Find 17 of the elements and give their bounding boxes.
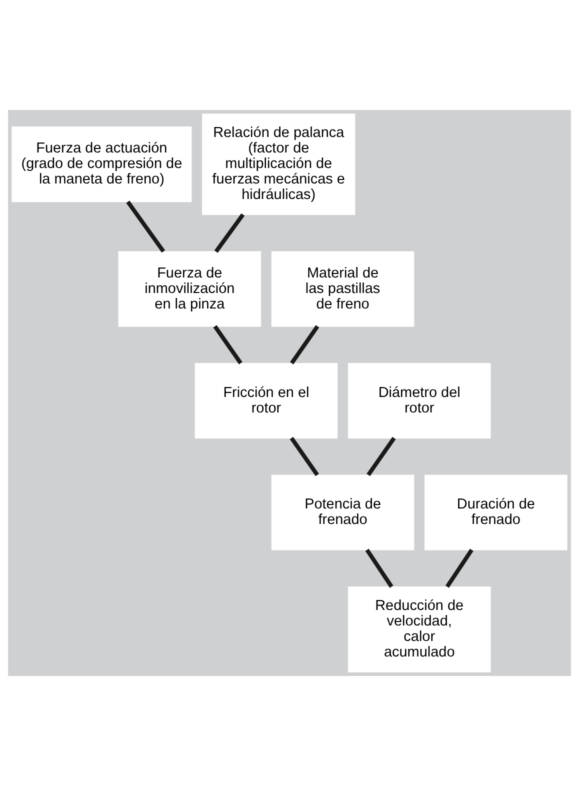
node-box: Reducción de velocidad, calor acumulado [348,586,491,672]
connector [290,436,319,476]
node-box: Fuerza de actuación (grado de compresión de la maneta de freno) [12,126,192,202]
connector [290,325,320,364]
node-box: Potencia de frenado [271,474,414,550]
node-box: Fricción en el rotor [194,363,338,439]
connector [213,325,242,364]
node-box: Duración de frenado [424,474,568,550]
connector [445,548,474,588]
connector [366,436,396,476]
connector [214,213,245,253]
node-box: Fuerza de inmovilización en la pinza [118,251,262,327]
connector [126,200,166,253]
node-box: Material de las pastillas de freno [271,251,414,327]
node-box: Diámetro del rotor [348,363,491,439]
node-box: Relación de palanca (factor de multiplicación de fuerzas mecánicas e hidráulicas) [202,114,356,216]
connector [365,548,394,588]
